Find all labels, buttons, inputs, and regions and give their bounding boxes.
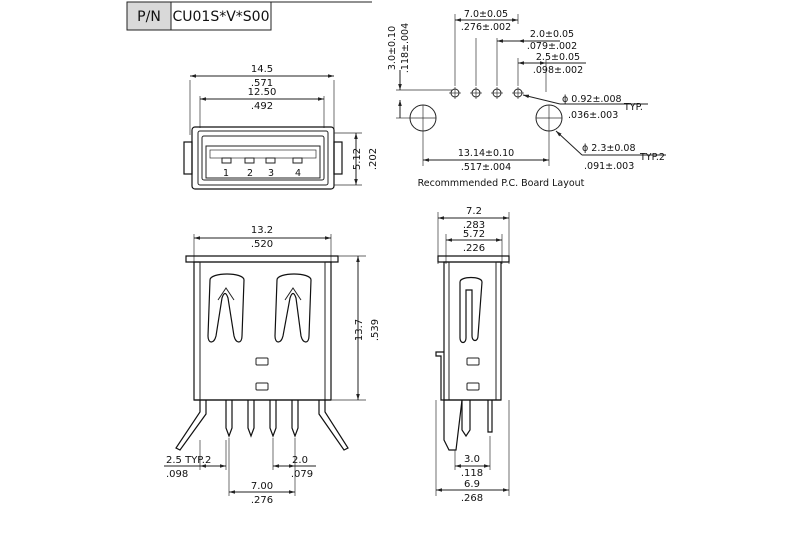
pin-label-2: 2 [247,168,253,179]
pcb-span-in: .517±.004 [461,162,511,173]
pcb-pitch-total-in: .276±.002 [461,22,511,33]
front-pin-pitch-mm: 2.0 [292,455,308,466]
pcb-hole-large-mm: ϕ 2.3±0.08 [582,143,636,154]
front-tab-mm: 2.5 TYP.2 [166,455,211,466]
top-inner-mm: 12.50 [248,87,277,98]
pin-label-4: 4 [295,168,301,179]
pcb-vert-mm: 3.0±0.10 [387,26,398,70]
side-base-mm: 6.9 [464,479,480,490]
side-inner-in: .226 [463,243,485,254]
pcb-hole-small-note: TYP. [623,102,643,113]
front-view: 13.2 .520 13.7 .539 2.5 [164,225,381,506]
top-width-in: .571 [251,78,273,89]
pn-value: CU01S*V*S00 [172,9,269,25]
front-width-in: .520 [251,239,273,250]
side-inner-mm: 5.72 [463,229,485,240]
pcb-pitch-in: .079±.002 [527,41,577,52]
pin-label-3: 3 [268,168,274,179]
side-lead-in: .118 [461,468,483,479]
side-base-in: .268 [461,493,483,504]
top-height-in: .202 [368,148,379,170]
pin-label-1: 1 [223,168,229,179]
side-view: 7.2 .283 5.72 .226 3.0 .118 6.9 [435,206,510,504]
side-width-mm: 7.2 [466,206,482,217]
pcb-caption: Recommmended P.C. Board Layout [418,178,585,189]
side-width-in: .283 [463,220,485,231]
front-height-in: .539 [370,319,381,341]
side-lead-mm: 3.0 [464,454,480,465]
pcb-hole-small-in: .036±.003 [568,110,618,121]
top-width-mm: 14.5 [251,64,273,75]
top-inner-in: .492 [251,101,273,112]
pcb-offset-mm: 2.5±0.05 [536,52,580,63]
front-pin-span-mm: 7.00 [251,481,273,492]
pn-label: P/N [137,9,161,25]
part-number-header: P/N CU01S*V*S00 [126,1,372,31]
front-tab-in: .098 [166,469,188,480]
pcb-span-mm: 13.14±0.10 [458,148,514,159]
pcb-hole-large-note: TYP.2 [639,152,665,163]
pcb-vert-in: .118±.004 [400,23,411,73]
front-width-mm: 13.2 [251,225,273,236]
pcb-pitch-mm: 2.0±0.05 [530,29,574,40]
pcb-offset-in: .098±.002 [533,65,583,76]
front-pin-span-in: .276 [251,495,273,506]
top-view: 14.5 .571 12.50 .492 1 2 3 4 5.12 .202 [183,64,379,190]
front-height-mm: 13.7 [354,319,365,341]
pcb-layout: 3.0±0.10 .118±.004 7.0±0.05 .276±.002 2.… [387,9,666,189]
pcb-hole-large-in: .091±.003 [584,161,634,172]
top-height-mm: 5.12 [352,148,363,170]
front-pin-pitch-in: .079 [291,469,313,480]
pcb-hole-small-mm: ϕ 0.92±.008 [562,94,622,105]
pcb-pitch-total-mm: 7.0±0.05 [464,9,508,20]
